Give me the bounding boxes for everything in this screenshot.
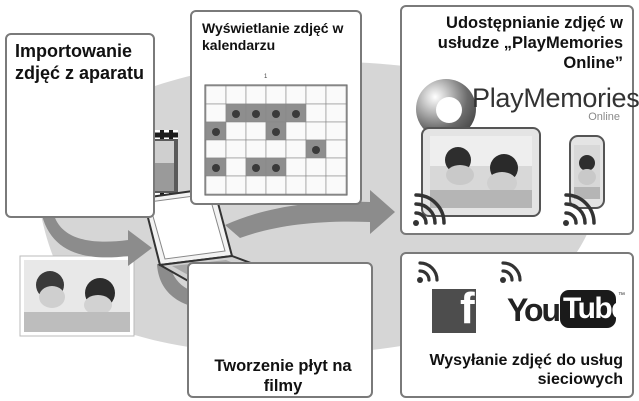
calendar-photo-thumb xyxy=(252,110,260,118)
photo-children-print xyxy=(19,255,135,337)
calendar-day-cell xyxy=(265,85,287,105)
calendar-day-cell xyxy=(305,157,327,177)
calendar-day-cell xyxy=(325,175,347,195)
calendar-day-cell xyxy=(245,85,267,105)
wifi-icon xyxy=(417,261,439,283)
facebook-letter: f xyxy=(460,284,475,333)
calendar-photo-thumb xyxy=(212,128,220,136)
calendar-photo-thumb xyxy=(312,146,320,154)
web-title: Wysyłanie zdjęć do usług sieciowych xyxy=(429,351,623,389)
calendar-title: Wyświetlanie zdjęć w kalendarzu xyxy=(202,20,344,54)
calendar-day-cell xyxy=(325,103,347,123)
wifi-icon xyxy=(500,261,522,283)
calendar-day-cell xyxy=(265,175,287,195)
calendar-day-cell xyxy=(225,85,247,105)
calendar-day-cell xyxy=(205,139,227,159)
calendar-day-cell xyxy=(225,139,247,159)
web-services-panel: f You Tube ™ Wysyłanie zdjęć do usług si… xyxy=(400,252,634,398)
import-panel: Importowanie zdjęć z aparatu xyxy=(5,33,155,218)
calendar-day-cell xyxy=(285,139,307,159)
wifi-icon xyxy=(563,193,596,226)
calendar-day-cell xyxy=(225,121,247,141)
wifi-icon xyxy=(413,193,446,226)
calendar-day-cell xyxy=(245,175,267,195)
calendar-day-cell xyxy=(225,157,247,177)
calendar-day-cell xyxy=(245,139,267,159)
calendar-day-cell xyxy=(205,175,227,195)
calendar-day-cell xyxy=(225,175,247,195)
calendar-day-cell xyxy=(205,85,227,105)
calendar-day-cell xyxy=(205,103,227,123)
calendar-panel: Wyświetlanie zdjęć w kalendarzu 1 xyxy=(190,10,362,205)
calendar-grid: 1 xyxy=(204,74,348,196)
calendar-day-cell xyxy=(305,103,327,123)
calendar-day-cell xyxy=(325,85,347,105)
calendar-day-cell xyxy=(325,121,347,141)
calendar-photo-thumb xyxy=(272,128,280,136)
web-wifi xyxy=(417,261,522,283)
calendar-month: 1 xyxy=(264,74,268,80)
youtube-you: You xyxy=(507,292,561,328)
playmemories-sub: Online xyxy=(588,111,620,123)
facebook-logo xyxy=(432,289,476,333)
calendar-day-cell xyxy=(285,157,307,177)
calendar-day-cell xyxy=(325,157,347,177)
calendar-day-cell xyxy=(265,139,287,159)
calendar-photo-thumb xyxy=(252,164,260,172)
calendar-day-cell xyxy=(285,85,307,105)
youtube-tube: Tube xyxy=(563,292,628,325)
calendar-day-cell xyxy=(305,85,327,105)
youtube-logo xyxy=(560,290,616,328)
calendar-photo-thumb xyxy=(212,164,220,172)
calendar-day-cell xyxy=(245,121,267,141)
calendar-photo-thumb xyxy=(292,110,300,118)
playmemories-name: PlayMemories xyxy=(472,83,639,113)
share-devices xyxy=(413,127,605,226)
youtube-trademark: ™ xyxy=(618,292,625,299)
share-title: Udostępnianie zdjęć w usłudze „PlayMemor… xyxy=(437,14,623,73)
calendar-cells xyxy=(204,84,348,196)
calendar-photo-thumb xyxy=(272,164,280,172)
tablet-icon xyxy=(421,127,541,217)
calendar-day-cell xyxy=(325,139,347,159)
phone-icon xyxy=(569,135,605,209)
share-panel: Udostępnianie zdjęć w usłudze „PlayMemor… xyxy=(400,5,639,235)
disc-panel: Tworzenie płyt na filmy xyxy=(187,262,373,398)
import-title: Importowanie zdjęć z aparatu xyxy=(15,41,145,83)
calendar-photo-thumb xyxy=(232,110,240,118)
calendar-day-cell xyxy=(305,175,327,195)
disc-title: Tworzenie płyt na filmy xyxy=(214,357,352,396)
calendar-day-cell xyxy=(285,175,307,195)
calendar-day-cell xyxy=(305,121,327,141)
calendar-photo-thumb xyxy=(272,110,280,118)
calendar-day-cell xyxy=(285,121,307,141)
